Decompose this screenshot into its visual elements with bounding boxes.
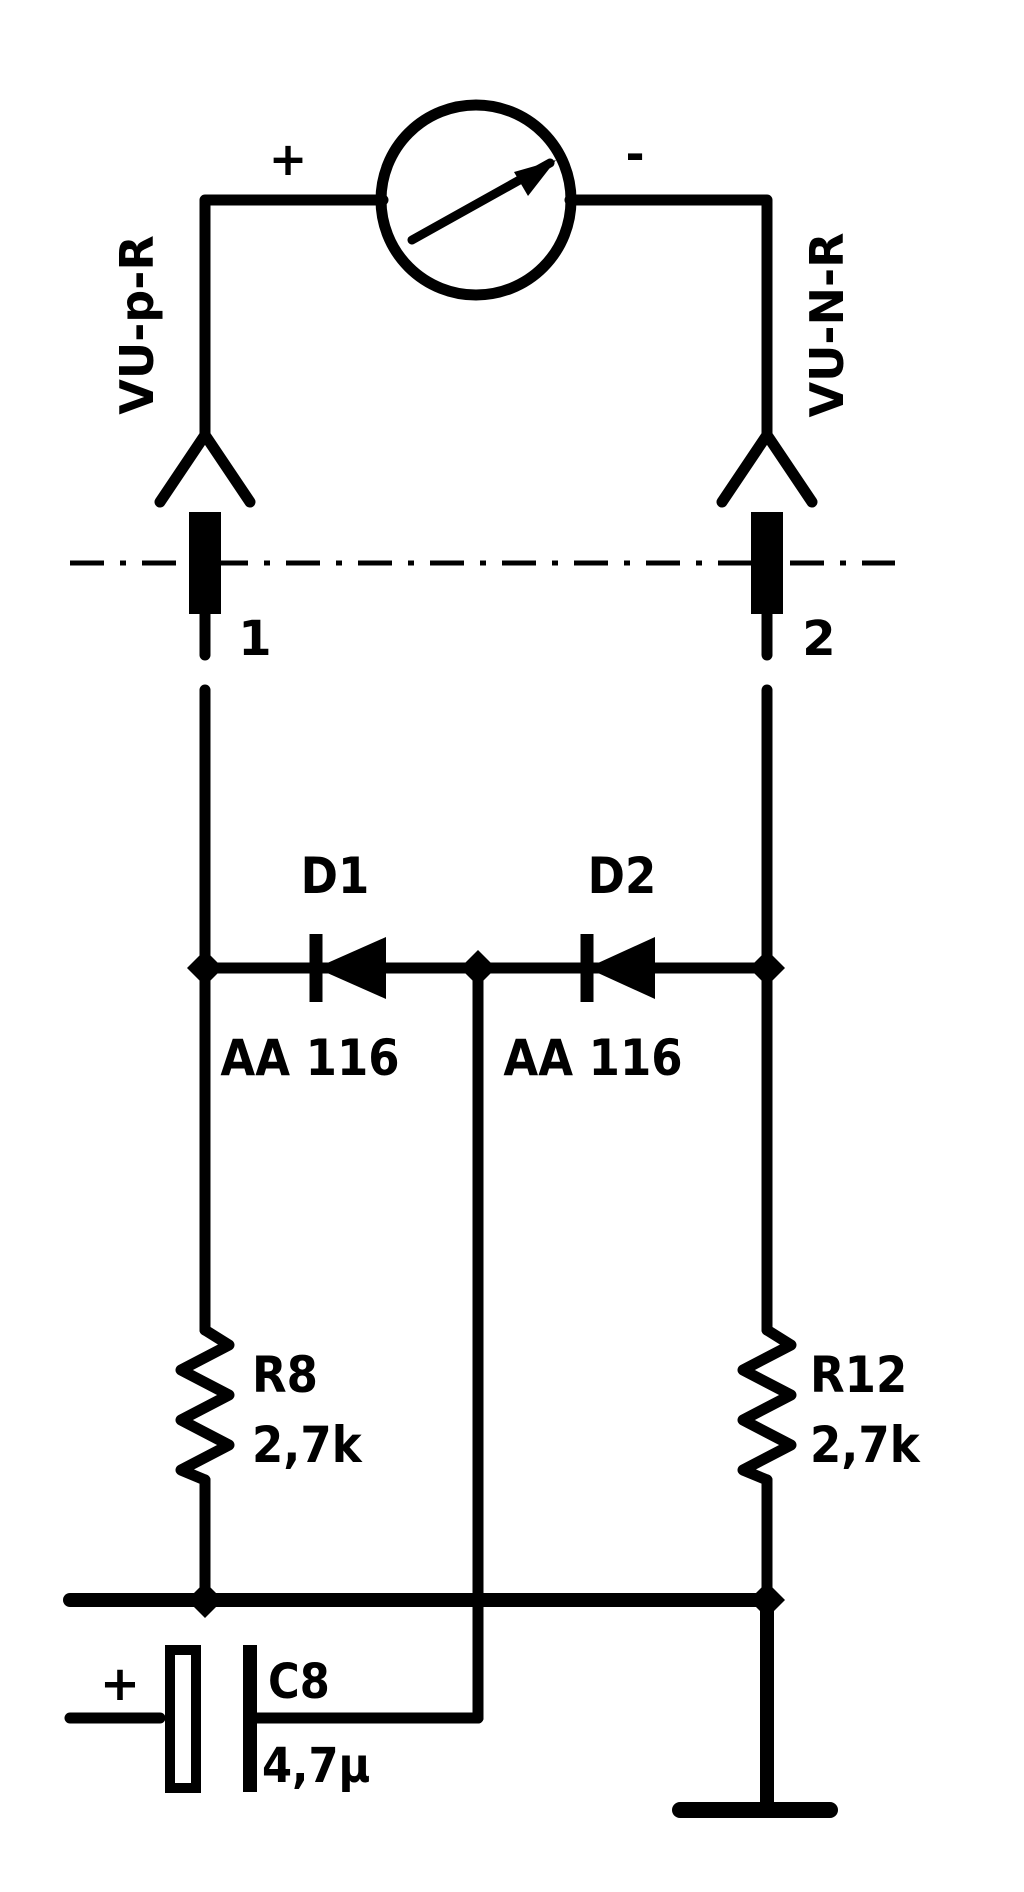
diode-d1-type: AA 116 <box>220 1029 399 1087</box>
capacitor-c8-value: 4,7µ <box>262 1738 370 1794</box>
junction-node <box>749 950 785 986</box>
resistor-r8 <box>175 1324 235 1486</box>
connector-right-name: VU-N-R <box>800 232 854 417</box>
pin-number-right: 2 <box>802 611 835 667</box>
resistor-r12-ref: R12 <box>810 1346 907 1404</box>
capacitor-c8-ref: C8 <box>268 1654 330 1710</box>
meter-plus-label: + <box>269 132 308 186</box>
diode-d2 <box>580 934 655 1002</box>
diode-d1-triangle <box>316 937 386 999</box>
diode-d2-triangle <box>587 937 655 999</box>
meter-positive-lead <box>199 194 389 441</box>
resistor-r12-value: 2,7k <box>810 1416 921 1474</box>
socket-left <box>154 429 256 508</box>
diode-d2-type: AA 116 <box>503 1029 682 1087</box>
socket-right <box>716 429 818 508</box>
plug-pin-right <box>751 512 783 614</box>
resistor-r12 <box>737 1324 797 1486</box>
capacitor-c8-positive-plate <box>165 1645 201 1793</box>
diode-d2-ref: D2 <box>588 847 657 905</box>
diode-d1-ref: D1 <box>301 847 370 905</box>
meter-negative-lead <box>564 194 773 441</box>
vu-meter <box>375 99 577 301</box>
junction-node <box>749 1582 785 1618</box>
resistor-r8-ref: R8 <box>252 1346 318 1404</box>
resistor-r8-value: 2,7k <box>252 1416 363 1474</box>
junction-node <box>460 950 496 986</box>
capacitor-polarity: + <box>100 1656 140 1712</box>
junction-node <box>187 950 223 986</box>
diode-d1 <box>309 934 386 1002</box>
pin-number-left: 1 <box>238 611 271 667</box>
needle-arrow-icon <box>514 160 556 196</box>
connector-left-name: VU-p-R <box>110 235 164 415</box>
junction-node <box>187 1582 223 1618</box>
meter-minus-label: - <box>625 127 644 181</box>
